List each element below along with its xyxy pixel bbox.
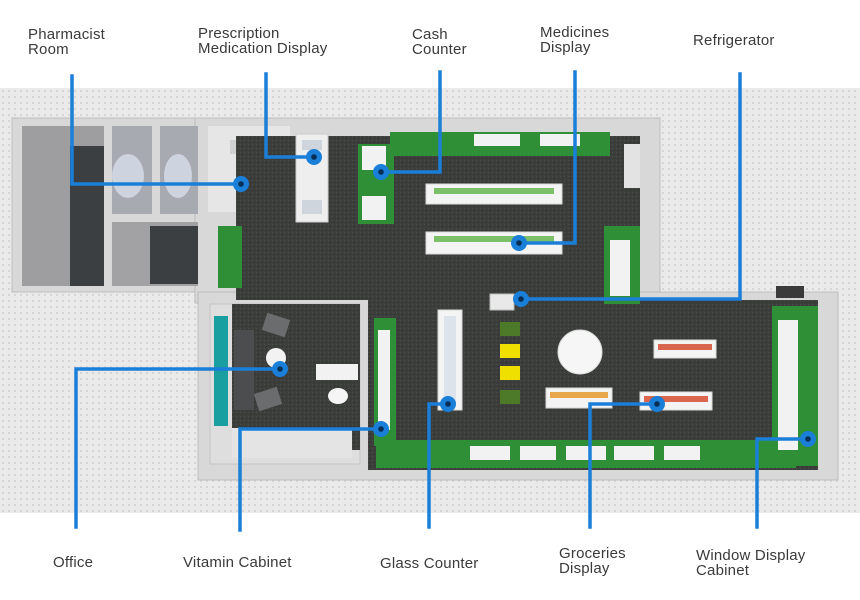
label-pharmacist-room: Pharmacist Room bbox=[28, 26, 106, 58]
marker-prescription-display bbox=[306, 149, 322, 165]
label-refrigerator: Refrigerator bbox=[693, 32, 775, 49]
office-area bbox=[209, 303, 361, 465]
marker-groceries-display bbox=[649, 396, 665, 412]
pharmacist-room-area bbox=[22, 126, 290, 286]
label-office: Office bbox=[53, 554, 94, 571]
callout-line-vitamin-cabinet bbox=[238, 427, 383, 532]
callout-line-refrigerator bbox=[519, 72, 742, 301]
marker-refrigerator bbox=[513, 291, 529, 307]
callout-line-prescription-display bbox=[264, 72, 316, 159]
callout-line-groceries-display bbox=[588, 402, 659, 529]
label-window-display-cabinet: Window Display Cabinet bbox=[696, 547, 806, 579]
label-prescription-display: Prescription Medication Display bbox=[198, 25, 328, 57]
callout-line-medicines-display bbox=[517, 70, 577, 245]
callout-line-office bbox=[74, 367, 282, 529]
marker-cash-counter bbox=[373, 164, 389, 180]
label-groceries-display: Groceries Display bbox=[559, 545, 626, 577]
marker-pharmacist-room bbox=[233, 176, 249, 192]
callout-markers bbox=[233, 149, 816, 447]
callout-line-window-display-cabinet bbox=[755, 437, 810, 529]
callout-lines bbox=[70, 70, 810, 532]
marker-office bbox=[272, 361, 288, 377]
marker-medicines-display bbox=[511, 235, 527, 251]
label-medicines-display: Medicines Display bbox=[540, 24, 610, 56]
marker-vitamin-cabinet bbox=[373, 421, 389, 437]
marker-glass-counter bbox=[440, 396, 456, 412]
marker-window-display-cabinet bbox=[800, 431, 816, 447]
callout-line-pharmacist-room bbox=[70, 74, 243, 186]
label-cash-counter: Cash Counter bbox=[412, 26, 467, 58]
label-vitamin-cabinet: Vitamin Cabinet bbox=[183, 554, 292, 571]
shelf-products bbox=[362, 134, 798, 460]
callout-line-cash-counter bbox=[379, 70, 442, 174]
label-glass-counter: Glass Counter bbox=[380, 555, 479, 572]
